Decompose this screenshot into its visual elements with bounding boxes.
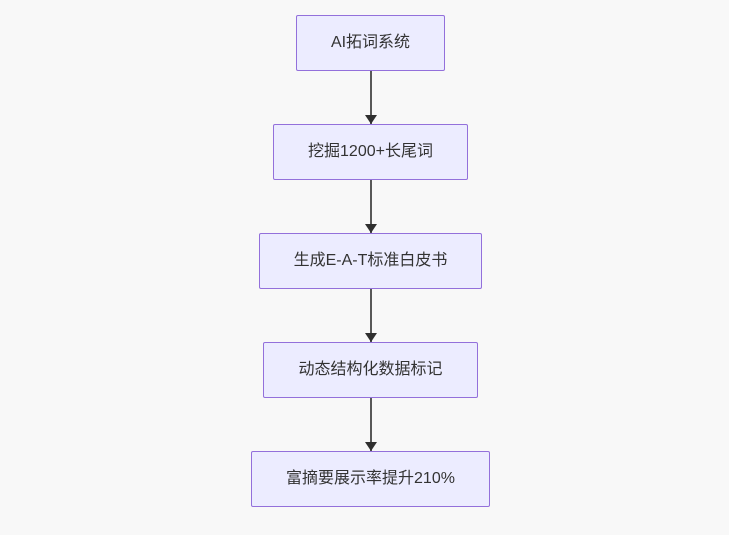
- node-label: AI拓词系统: [330, 34, 411, 51]
- arrowhead-down-icon: [364, 115, 377, 124]
- flowchart-node-rich-snippet-result: 富摘要展示率提升210%: [251, 451, 490, 507]
- flowchart-node-ai-expansion-system: AI拓词系统: [295, 15, 446, 71]
- arrowhead-down-icon: [364, 224, 377, 233]
- node-label: 生成E-A-T标准白皮书: [293, 252, 448, 269]
- flowchart-edge-4: [364, 398, 377, 451]
- node-label: 动态结构化数据标记: [298, 361, 443, 378]
- arrowhead-down-icon: [364, 333, 377, 342]
- flowchart-canvas: AI拓词系统 挖掘1200+长尾词 生成E-A-T标准白皮书 动态结构化数据标记…: [6, 0, 729, 507]
- flowchart-node-longtail-mining: 挖掘1200+长尾词: [273, 124, 468, 180]
- flowchart-edge-3: [364, 289, 377, 342]
- node-label: 富摘要展示率提升210%: [286, 470, 455, 487]
- flowchart-node-structured-data-markup: 动态结构化数据标记: [263, 342, 478, 398]
- flowchart-edge-1: [364, 71, 377, 124]
- node-label: 挖掘1200+长尾词: [308, 143, 433, 160]
- arrowhead-down-icon: [364, 442, 377, 451]
- flowchart-node-eat-whitepaper: 生成E-A-T标准白皮书: [258, 233, 483, 289]
- flowchart-edge-2: [364, 180, 377, 233]
